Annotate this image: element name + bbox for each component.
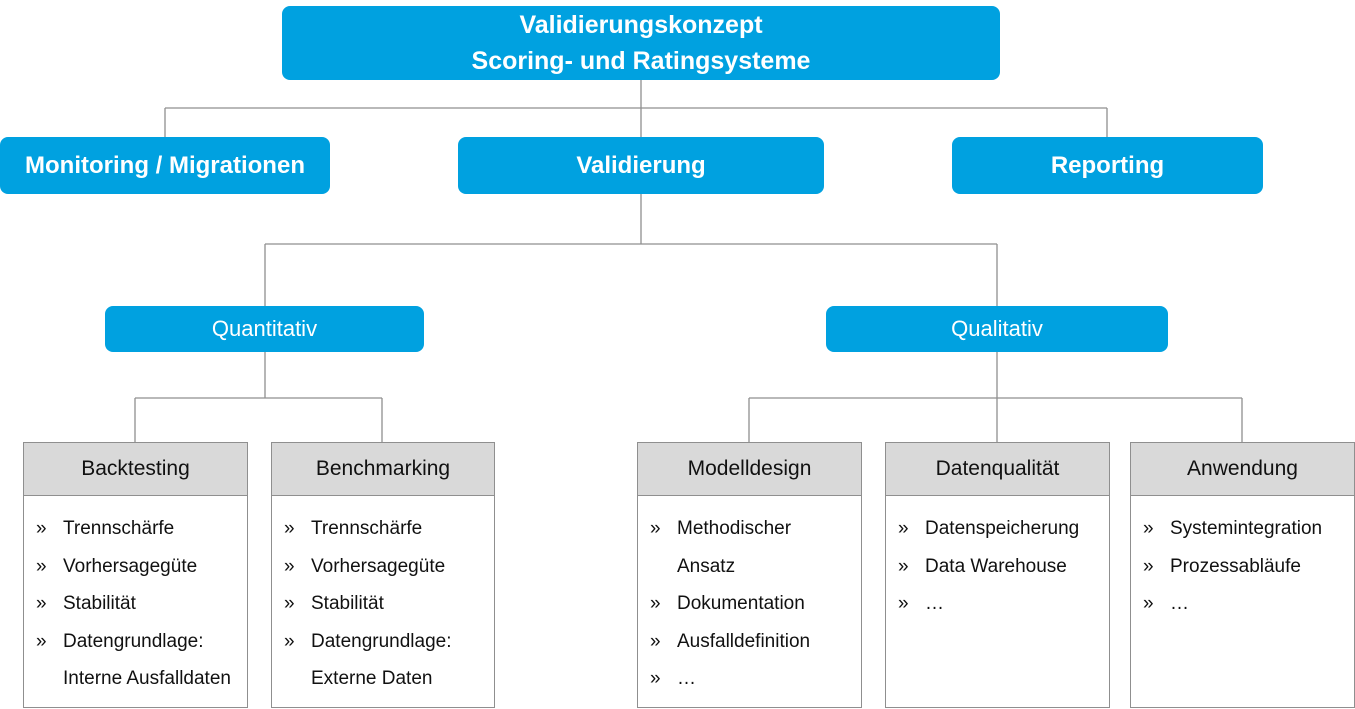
list-item-text: Datengrundlage: Externe Daten (311, 630, 452, 690)
card-item-list: »Systemintegration»Prozessabläufe»… (1131, 496, 1354, 623)
root-node: Validierungskonzept Scoring- und Ratings… (282, 6, 1000, 80)
node-qualitativ: Qualitativ (826, 306, 1168, 352)
bullet-icon: » (284, 555, 295, 577)
card-title: Datenqualität (886, 443, 1109, 496)
list-item: » Methodischer Ansatz (650, 510, 861, 585)
list-item: » Datengrundlage: Externe Daten (284, 623, 494, 698)
node-quantitativ: Quantitativ (105, 306, 424, 352)
bullet-icon: » (36, 630, 47, 652)
list-item-text: Prozessabläufe (1170, 555, 1301, 577)
bullet-icon: » (1143, 555, 1154, 577)
list-item-text: Data Warehouse (925, 555, 1067, 577)
bullet-icon: » (36, 555, 47, 577)
node-label: Quantitativ (211, 316, 318, 341)
card-title: Backtesting (24, 443, 247, 496)
list-item-text: … (1170, 593, 1189, 614)
list-item: » Datengrundlage: Interne Ausfalldaten (36, 623, 247, 698)
bullet-icon: » (36, 593, 47, 614)
bullet-icon: » (284, 593, 295, 614)
list-item-text: Vorhersagegüte (63, 555, 198, 577)
card-modelldesign: Modelldesign » Methodischer Ansatz » Dokume… (637, 442, 862, 708)
list-item: »… (650, 660, 861, 698)
list-item-text: Trennschärfe (311, 518, 423, 539)
list-item: » Systemintegration (1143, 510, 1354, 548)
node-label: Reporting (1050, 151, 1165, 179)
list-item: » Trennschärfe (284, 510, 494, 548)
list-item-text: Dokumentation (677, 593, 805, 614)
bullet-icon: » (650, 593, 661, 614)
bullet-icon: » (284, 630, 295, 652)
list-item-text: Datengrundlage: Interne Ausfalldaten (63, 630, 231, 690)
bullet-icon: » (898, 593, 909, 614)
list-item-text: Ausfalldefinition (677, 630, 811, 652)
root-subtitle: Scoring- und Ratingsysteme (471, 47, 811, 75)
card-datenqualitaet: Datenqualität » Datenspeicherung » Data War… (885, 442, 1110, 708)
bullet-icon: » (284, 518, 295, 539)
bullet-icon: » (36, 518, 47, 539)
card-item-list: » Methodischer Ansatz » Dokumentation » Ausfa… (638, 496, 861, 698)
list-item-text: Vorhersagegüte (311, 555, 446, 577)
card-title: Anwendung (1131, 443, 1354, 496)
card-item-list: »Trennschärfe»Vorhersagegüte»Stabilität»… (272, 496, 494, 698)
list-item: » Prozessabläufe (1143, 548, 1354, 586)
card-title: Benchmarking (272, 443, 494, 496)
list-item: » Datenspeicherung (898, 510, 1109, 548)
list-item-text: Systemintegration (1170, 518, 1323, 539)
node-reporting: Reporting (952, 137, 1263, 194)
card-item-list: »Datenspeicherung»Data Warehouse»… (886, 496, 1109, 623)
root-title: Validierungskonzept (519, 11, 763, 39)
card-benchmarking: Benchmarking » Trennschärfe » Vorhersagegüt… (271, 442, 495, 708)
card-title: Modelldesign (638, 443, 861, 496)
node-label: Monitoring / Migrationen (25, 151, 305, 179)
node-label: Qualitativ (951, 316, 1043, 341)
list-item-text: Stabilität (311, 593, 384, 614)
list-item-text: Methodischer Ansatz (677, 518, 792, 577)
card-backtesting: Backtesting » Trennschärfe » Vorhersagegüte… (23, 442, 248, 708)
list-item: »… (898, 585, 1109, 623)
bullet-icon: » (1143, 518, 1154, 539)
list-item-text: Stabilität (63, 593, 136, 614)
list-item-text: … (677, 668, 696, 689)
bullet-icon: » (898, 555, 909, 577)
node-validierung: Validierung (458, 137, 824, 194)
list-item: » Trennschärfe (36, 510, 247, 548)
card-anwendung: Anwendung » Systemintegration » Prozessablä… (1130, 442, 1355, 708)
node-label: Validierung (576, 151, 706, 179)
card-item-list: »Trennschärfe»Vorhersagegüte»Stabilität»… (24, 496, 247, 698)
list-item: » Data Warehouse (898, 548, 1109, 586)
list-item: » Stabilität (284, 585, 494, 623)
bullet-icon: » (650, 630, 661, 652)
bullet-icon: » (1143, 593, 1154, 614)
list-item: » Vorhersagegüte (284, 548, 494, 586)
bullet-icon: » (898, 518, 909, 539)
list-item: » Dokumentation (650, 585, 861, 623)
node-monitoring-migrationen: Monitoring / Migrationen (0, 137, 330, 194)
list-item-text: … (925, 593, 944, 614)
list-item-text: Trennschärfe (63, 518, 175, 539)
list-item: »… (1143, 585, 1354, 623)
list-item-text: Datenspeicherung (925, 518, 1080, 539)
list-item: » Stabilität (36, 585, 247, 623)
list-item: » Ausfalldefinition (650, 623, 861, 661)
bullet-icon: » (650, 668, 661, 689)
list-item: » Vorhersagegüte (36, 548, 247, 586)
bullet-icon: » (650, 518, 661, 539)
